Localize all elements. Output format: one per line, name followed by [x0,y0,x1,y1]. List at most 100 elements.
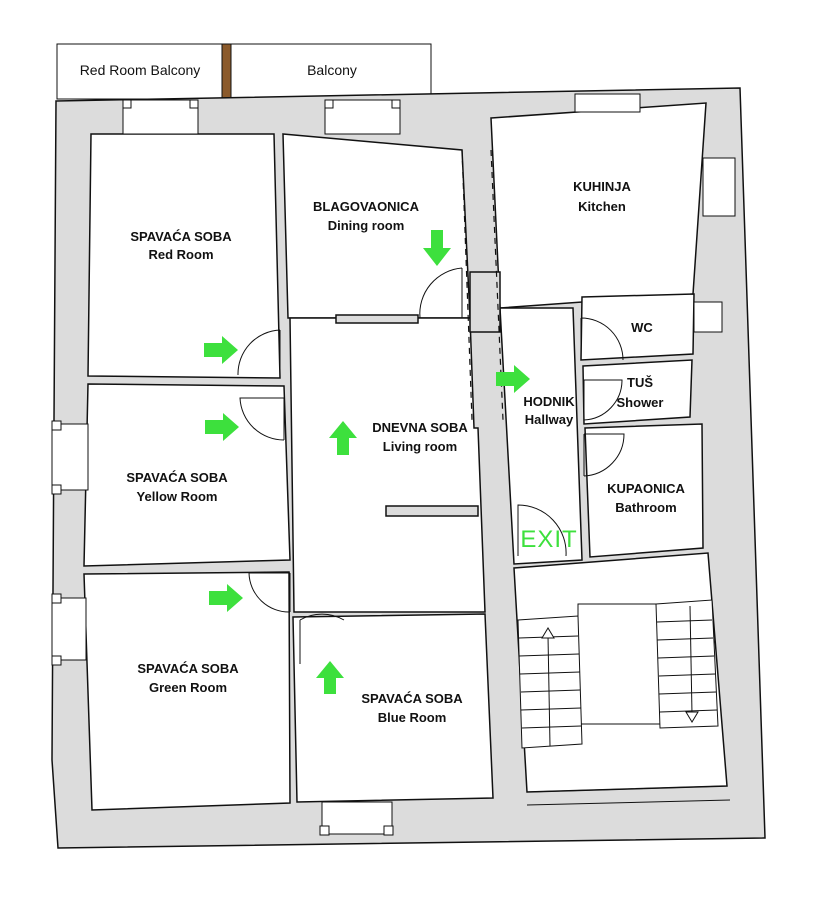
green-room-area [83,571,291,811]
stair-down-line [689,605,693,715]
room-labels: SPAVAĆA SOBA Red Room BLAGOVAONICA Dinin… [126,179,685,725]
balconies: Red Room Balcony Balcony [56,43,432,100]
stair-bottom [526,799,731,806]
window-dining [324,99,401,135]
yellow-room-sub: Yellow Room [137,489,218,504]
door-exit [517,504,567,557]
stair-up-arrow [541,627,555,639]
window-red-room [122,99,199,135]
window-yellow-room [51,423,89,491]
door-green-room [248,572,291,613]
stair-up-line [547,635,551,747]
window-green-jamb-t [51,593,62,604]
dining-partition [335,314,419,324]
yellow-room-area [83,383,291,567]
living-partition [385,505,479,517]
window-red-room-jamb-l [122,99,132,109]
dashed-opening-1 [461,149,473,421]
blue-room-area [292,613,494,803]
door-shower [583,379,623,421]
window-wc [693,301,723,333]
window-kitchen-top [574,93,641,113]
kitchen-name: KUHINJA [573,179,631,194]
green-room-name: SPAVAĆA SOBA [137,661,239,676]
stair-step [659,709,718,713]
arrow-right-icon [204,336,238,364]
balcony-box [230,43,432,100]
stair-step [518,653,580,657]
window-green-room [51,597,87,661]
stair-step [656,637,714,641]
window-yellow-jamb-b [51,484,62,495]
window-dining-jamb-l [324,99,334,109]
bathroom-sub: Bathroom [615,500,676,515]
red-room-balcony-label: Red Room Balcony [80,62,201,78]
column [469,271,501,333]
shower-area [582,359,693,425]
dining-room-sub: Dining room [328,218,405,233]
living-room-sub: Living room [383,439,457,454]
stair-step [657,655,715,659]
stair-step [658,673,716,677]
door-blue-room [299,613,345,664]
stair-step [519,671,581,675]
hallway-sub: Hallway [525,412,574,427]
windows [51,93,736,836]
arrow-right-icon [496,365,530,393]
dining-room-name: BLAGOVAONICA [313,199,420,214]
bathroom-area [584,423,704,558]
stair-landing [577,603,661,725]
bathroom-name: KUPAONICA [607,481,685,496]
window-red-room-jamb-r [189,99,199,109]
interior-details [335,149,731,806]
balcony-divider [221,43,232,100]
balcony-label: Balcony [307,62,357,78]
window-kitchen-right [702,157,736,217]
red-room-balcony-box [56,43,223,100]
arrow-up-icon [329,421,357,455]
window-dining-jamb-r [391,99,401,109]
stair-step [656,619,713,623]
exit-label: EXIT [520,526,577,553]
window-blue-jamb-l [319,825,330,836]
door-dining [419,267,463,319]
red-room-area [87,133,281,379]
red-room-sub: Red Room [149,247,214,262]
wc-name: WC [631,320,653,335]
door-red-room [237,329,281,376]
arrow-up-icon [316,661,344,694]
kitchen-sub: Kitchen [578,199,626,214]
stair-step [658,691,717,695]
window-yellow-jamb-t [51,420,62,431]
living-room-area [289,317,486,613]
stairs [517,599,719,749]
shower-sub: Shower [617,395,664,410]
window-blue-jamb-r [383,825,394,836]
hallway-name: HODNIK [523,394,575,409]
blue-room-name: SPAVAĆA SOBA [361,691,463,706]
yellow-room-name: SPAVAĆA SOBA [126,470,228,485]
arrow-down-icon [423,230,451,266]
door-bathroom [583,433,625,477]
door-wc [580,317,624,361]
stair-down-arrow [685,711,699,723]
stair-flight-left [517,615,583,749]
stair-divider [526,785,728,793]
stair-step [521,725,582,729]
arrows [204,230,530,694]
shower-name: TUŠ [627,375,653,390]
stair-flight-right [655,599,719,729]
stair-step [520,689,581,693]
doors [237,267,625,664]
green-room-sub: Green Room [149,680,227,695]
window-blue-room [321,801,393,835]
arrow-right-icon [205,413,239,441]
door-yellow-room [239,397,285,441]
stair-step [520,707,582,711]
blue-room-sub: Blue Room [378,710,447,725]
living-room-name: DNEVNA SOBA [372,420,468,435]
window-green-jamb-b [51,655,62,666]
red-room-name: SPAVAĆA SOBA [130,229,232,244]
arrow-right-icon [209,584,243,612]
